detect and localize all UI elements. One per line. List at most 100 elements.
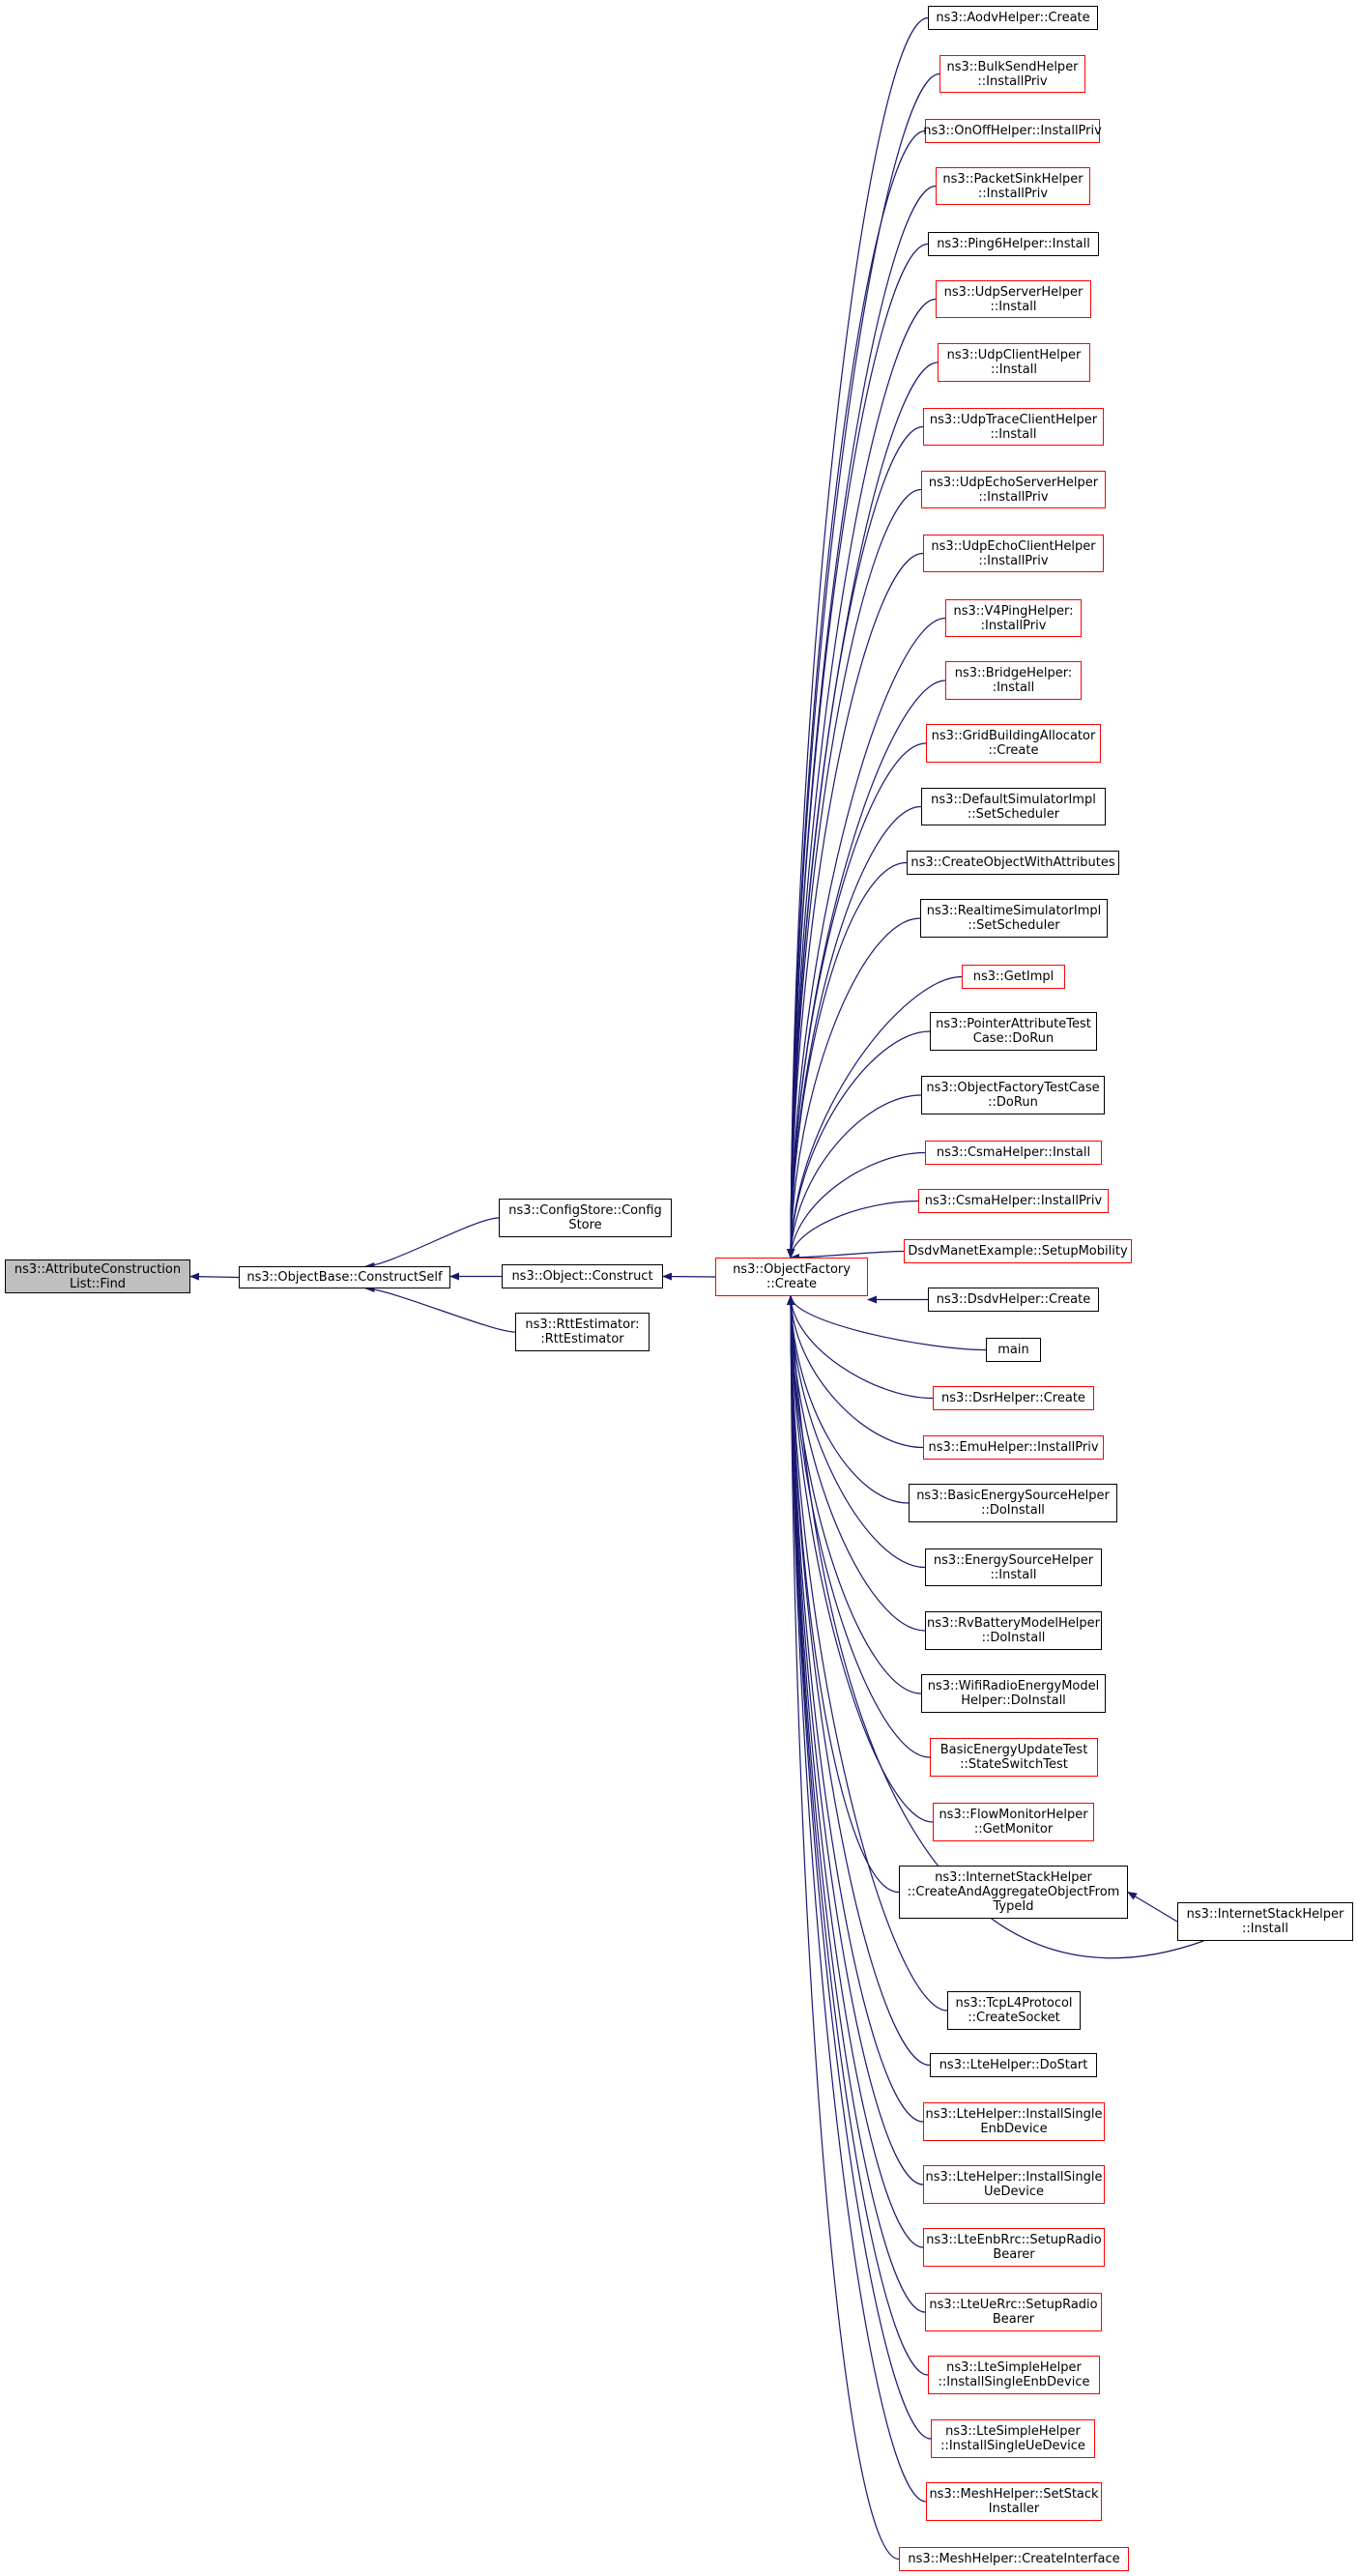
node-label-line: ns3::PacketSinkHelper [942,171,1084,187]
node-label-line: ns3::InternetStackHelper [1186,1907,1344,1922]
node-c11[interactable]: ns3::V4PingHelper::InstallPriv [945,599,1082,637]
node-c29[interactable]: ns3::RvBatteryModelHelper::DoInstall [925,1611,1102,1650]
node-c31[interactable]: BasicEnergyUpdateTest::StateSwitchTest [930,1738,1098,1777]
node-c34[interactable]: ns3::TcpL4Protocol::CreateSocket [947,1991,1081,2030]
node-label-line: ::InstallPriv [977,186,1049,201]
node-c03[interactable]: ns3::OnOffHelper::InstallPriv [923,119,1102,143]
edge-c19-to-objfactory-create [787,1094,922,1259]
node-c41[interactable]: ns3::LteSimpleHelper::InstallSingleUeDev… [931,2419,1095,2458]
node-label-line: ::SetScheduler [967,806,1060,822]
node-label: ns3::BridgeHelper::Install [955,666,1073,695]
node-rttestimator[interactable]: ns3::RttEstimator::RttEstimator [515,1313,650,1351]
node-label-line: ns3::LteHelper::DoStart [939,2058,1088,2072]
node-label-line: ns3::LteSimpleHelper [945,2424,1081,2439]
node-label-line: ns3::BridgeHelper: [954,666,1073,680]
node-label-line: ns3::ObjectBase::ConstructSelf [246,1270,443,1285]
edge-c43-to-objfactory-create [787,1295,900,2561]
edge-c37-to-objfactory-create [787,1295,924,2185]
node-object-construct[interactable]: ns3::Object::Construct [502,1264,663,1288]
edge-c34-to-objfactory-create [787,1295,948,2012]
node-c06[interactable]: ns3::UdpServerHelper::Install [936,280,1091,318]
node-label-line: ns3::TcpL4Protocol [955,1996,1073,2011]
node-label-line: ns3::InternetStackHelper [935,1870,1092,1885]
node-c04[interactable]: ns3::PacketSinkHelper::InstallPriv [936,167,1090,205]
node-c08[interactable]: ns3::UdpTraceClientHelper::Install [923,408,1104,446]
node-c13[interactable]: ns3::GridBuildingAllocator::Create [926,724,1101,763]
node-label-line: ::CreateAndAggregateObjectFrom [907,1885,1120,1899]
node-c35[interactable]: ns3::LteHelper::DoStart [930,2053,1097,2077]
node-label-line: ns3::ObjectFactory [733,1262,851,1277]
edge-c27-to-objfactory-create [787,1295,910,1504]
node-label-line: ns3::MeshHelper::CreateInterface [908,2552,1120,2566]
node-c15[interactable]: ns3::CreateObjectWithAttributes [907,851,1119,875]
node-label-line: BasicEnergyUpdateTest [939,1743,1088,1757]
node-c01[interactable]: ns3::AodvHelper::Create [928,6,1098,30]
edge-objfactory-create-to-object-construct [662,1272,716,1281]
edge-c01-to-objfactory-create [787,16,929,1259]
node-c17[interactable]: ns3::GetImpl [962,965,1065,989]
edge-c07-to-objfactory-create [787,362,939,1259]
node-c26[interactable]: ns3::EmuHelper::InstallPriv [923,1435,1104,1460]
edge-configstore-to-objbase-cs [364,1217,500,1270]
node-label-line: ::InstallPriv [978,553,1049,568]
node-label: ns3::PacketSinkHelper::InstallPriv [942,172,1083,201]
node-label-line: ::Install [990,1567,1037,1582]
node-label-line: List::Find [69,1276,127,1291]
node-label: ns3::LteSimpleHelper::InstallSingleEnbDe… [938,2360,1089,2389]
node-label-line: ::Create [766,1277,817,1291]
node-objfactory-create[interactable]: ns3::ObjectFactory::Create [715,1258,868,1296]
node-label: ns3::RttEstimator::RttEstimator [525,1317,639,1346]
node-c40[interactable]: ns3::LteSimpleHelper::InstallSingleEnbDe… [928,2356,1100,2394]
node-label: ns3::CreateObjectWithAttributes [910,855,1114,870]
node-c10[interactable]: ns3::UdpEchoClientHelper::InstallPriv [923,535,1104,572]
node-c23[interactable]: ns3::DsdvHelper::Create [928,1288,1099,1312]
node-label-line: :InstallPriv [980,618,1047,633]
node-c09[interactable]: ns3::UdpEchoServerHelper::InstallPriv [921,471,1106,508]
node-c14[interactable]: ns3::DefaultSimulatorImpl::SetScheduler [921,788,1106,825]
node-label-line: ns3::UdpEchoServerHelper [928,475,1099,490]
node-c32[interactable]: ns3::FlowMonitorHelper::GetMonitor [933,1803,1094,1841]
node-c02[interactable]: ns3::BulkSendHelper::InstallPriv [939,55,1085,93]
edge-internetstack-install-to-c33 [1127,1891,1178,1923]
node-label-line: Bearer [992,2312,1035,2327]
node-objbase-cs[interactable]: ns3::ObjectBase::ConstructSelf [239,1266,450,1288]
node-label-line: ::InstallSingleUeDevice [940,2439,1085,2453]
node-c12[interactable]: ns3::BridgeHelper::Install [945,661,1082,700]
node-c27[interactable]: ns3::BasicEnergySourceHelper::DoInstall [909,1484,1117,1522]
node-label-line: ::GetMonitor [973,1822,1054,1837]
node-c19[interactable]: ns3::ObjectFactoryTestCase::DoRun [921,1076,1105,1114]
node-internetstack-install[interactable]: ns3::InternetStackHelper::Install [1177,1902,1353,1941]
node-c07[interactable]: ns3::UdpClientHelper::Install [938,343,1090,382]
node-label-line: ns3::OnOffHelper::InstallPriv [923,124,1102,138]
node-c25[interactable]: ns3::DsrHelper::Create [933,1386,1094,1410]
node-label-line: ::DoRun [988,1095,1038,1110]
node-c20[interactable]: ns3::CsmaHelper::Install [925,1141,1102,1165]
node-c28[interactable]: ns3::EnergySourceHelper::Install [925,1548,1102,1586]
node-c21[interactable]: ns3::CsmaHelper::InstallPriv [918,1189,1109,1213]
node-c22[interactable]: DsdvManetExample::SetupMobility [904,1239,1132,1263]
node-label-line: ns3::EmuHelper::InstallPriv [928,1440,1099,1455]
node-c16[interactable]: ns3::RealtimeSimulatorImpl::SetScheduler [920,899,1108,938]
node-c24[interactable]: main [986,1338,1041,1362]
edge-c20-to-objfactory-create [787,1151,926,1259]
node-c05[interactable]: ns3::Ping6Helper::Install [928,232,1099,256]
node-c33[interactable]: ns3::InternetStackHelper::CreateAndAggre… [899,1866,1128,1919]
node-label-line: ns3::GetImpl [972,970,1055,984]
node-label: ns3::EnergySourceHelper::Install [934,1553,1093,1582]
node-label-line: ns3::MeshHelper::SetStack [929,2487,1099,2502]
node-label-line: ns3::Object::Construct [511,1269,653,1284]
node-c43[interactable]: ns3::MeshHelper::CreateInterface [899,2547,1129,2571]
